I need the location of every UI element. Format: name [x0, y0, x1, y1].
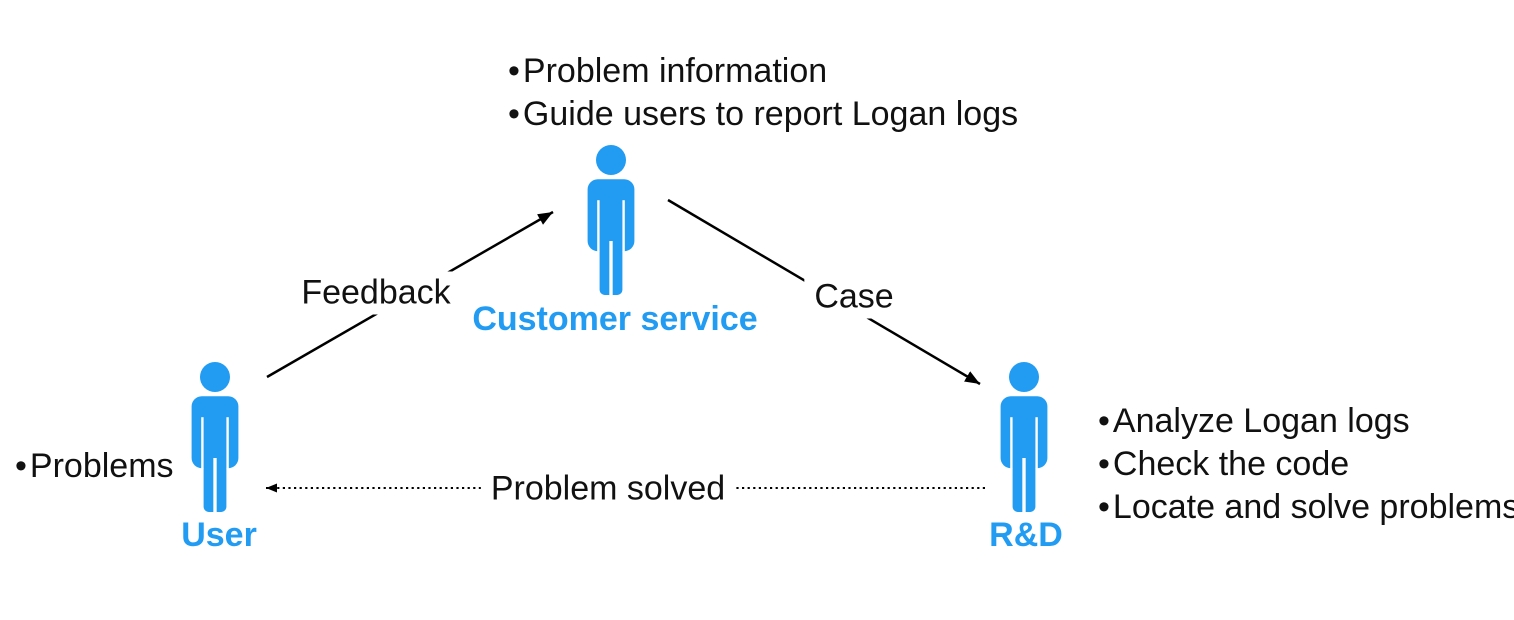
case-arrow-label: Case	[804, 275, 904, 319]
customer-service-notes: •Problem information •Guide users to rep…	[508, 50, 1018, 136]
rd-notes: •Analyze Logan logs •Check the code •Loc…	[1098, 400, 1514, 529]
customer-service-person-icon	[581, 145, 641, 295]
note-text: Guide users to report Logan logs	[522, 95, 1019, 133]
bullet-icon: •	[15, 447, 27, 485]
list-item: •Analyze Logan logs	[1098, 400, 1514, 443]
rd-person-icon	[994, 362, 1054, 512]
list-item: •Guide users to report Logan logs	[508, 93, 1018, 136]
bullet-icon: •	[508, 52, 520, 90]
note-text: Problem information	[522, 52, 828, 90]
problem-solved-arrow-label: Problem solved	[480, 467, 736, 511]
bullet-icon: •	[1098, 402, 1110, 440]
list-item: •Problems	[15, 445, 174, 488]
rd-label: R&D	[989, 516, 1063, 554]
note-text: Analyze Logan logs	[1112, 402, 1410, 440]
feedback-arrow-label: Feedback	[291, 271, 461, 315]
list-item: •Check the code	[1098, 443, 1514, 486]
bullet-icon: •	[1098, 488, 1110, 526]
user-label: User	[181, 516, 257, 554]
customer-service-label: Customer service	[472, 300, 758, 338]
note-text: Locate and solve problems	[1112, 488, 1514, 526]
note-text: Problems	[29, 447, 174, 485]
note-text: Check the code	[1112, 445, 1350, 483]
bullet-icon: •	[508, 95, 520, 133]
list-item: •Locate and solve problems	[1098, 486, 1514, 529]
user-notes: •Problems	[15, 445, 174, 488]
bullet-icon: •	[1098, 445, 1110, 483]
user-person-icon	[185, 362, 245, 512]
list-item: •Problem information	[508, 50, 1018, 93]
